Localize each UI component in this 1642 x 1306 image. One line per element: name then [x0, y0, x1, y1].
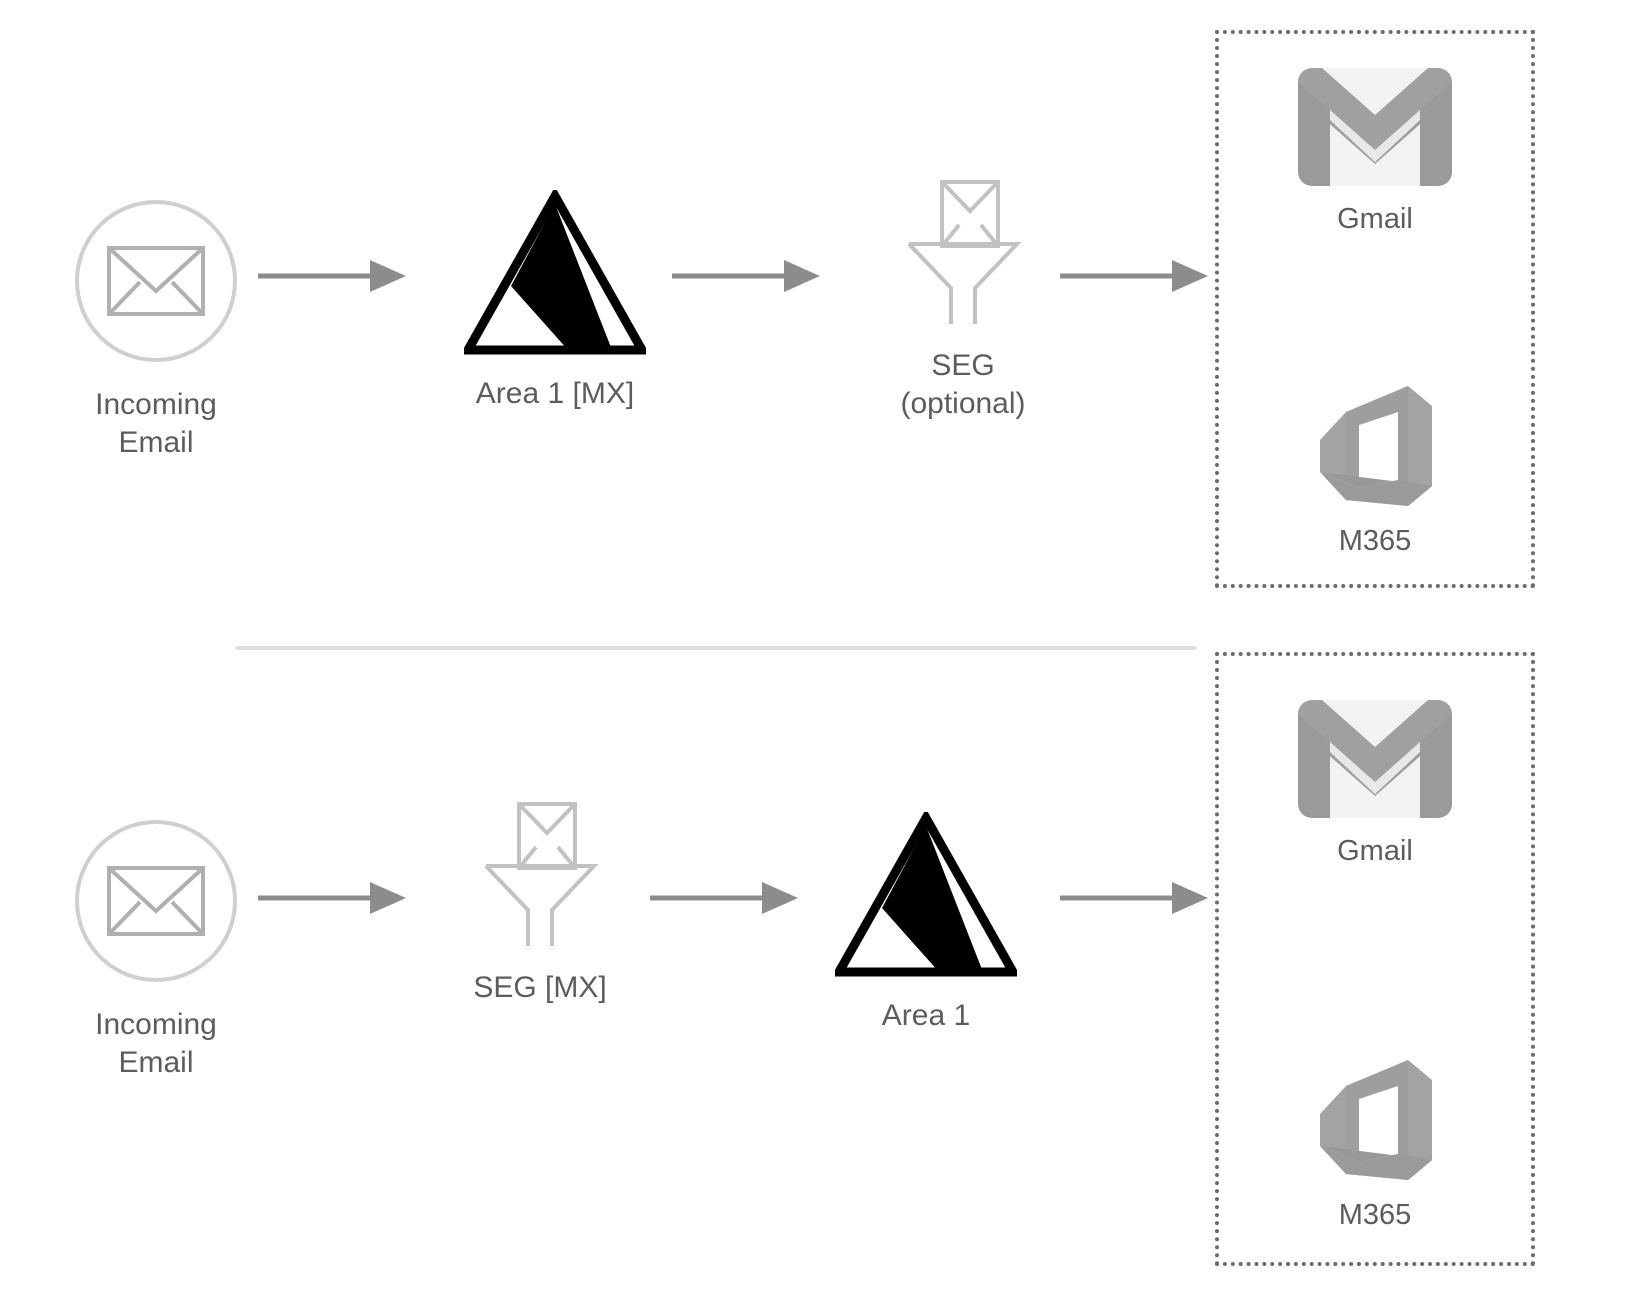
seg-funnel-icon [887, 176, 1039, 333]
arrow-4 [258, 880, 406, 921]
node-incoming-email-row1[interactable]: Incoming Email [66, 195, 246, 462]
dest-item-m365-bottom[interactable]: M365 [1312, 1056, 1438, 1232]
seg-funnel-icon [464, 798, 616, 955]
arrow-1 [258, 258, 406, 299]
section-divider [235, 646, 1197, 650]
node-incoming-email-row2[interactable]: Incoming Email [66, 815, 246, 1082]
node-label-seg-mx: SEG [MX] [473, 971, 607, 1004]
destination-box-bottom: Gmail M365 [1215, 652, 1535, 1266]
dest-item-m365-top[interactable]: M365 [1312, 382, 1438, 558]
dest-label-m365-top: M365 [1338, 525, 1412, 557]
node-label-incoming-email-row1: Incoming Email [95, 388, 217, 459]
node-label-area1: Area 1 [881, 999, 971, 1032]
node-seg-optional[interactable]: SEG (optional) [878, 176, 1048, 423]
node-label-seg-optional: SEG (optional) [900, 349, 1026, 420]
arrow-6 [1060, 880, 1208, 921]
node-area1[interactable]: Area 1 [831, 808, 1021, 1035]
dest-item-gmail-top[interactable]: Gmail [1296, 66, 1454, 236]
node-area1-mx[interactable]: Area 1 [MX] [455, 186, 655, 413]
gmail-icon [1296, 66, 1454, 193]
node-seg-mx[interactable]: SEG [MX] [455, 798, 625, 1007]
area1-triangle-icon [460, 186, 650, 361]
gmail-icon [1296, 698, 1454, 825]
destination-box-top: Gmail M365 [1215, 30, 1535, 588]
arrow-5 [650, 880, 798, 921]
area1-triangle-icon [831, 808, 1021, 983]
dest-item-gmail-bottom[interactable]: Gmail [1296, 698, 1454, 868]
arrow-3 [1060, 258, 1208, 299]
dest-label-gmail-bottom: Gmail [1337, 835, 1413, 867]
arrow-2 [672, 258, 820, 299]
envelope-circle-icon [70, 195, 242, 372]
node-label-area1-mx: Area 1 [MX] [475, 377, 635, 410]
m365-icon [1312, 1056, 1438, 1189]
envelope-circle-icon [70, 815, 242, 992]
dest-label-gmail-top: Gmail [1337, 203, 1413, 235]
node-label-incoming-email-row2: Incoming Email [95, 1008, 217, 1079]
dest-label-m365-bottom: M365 [1338, 1199, 1412, 1231]
m365-icon [1312, 382, 1438, 515]
